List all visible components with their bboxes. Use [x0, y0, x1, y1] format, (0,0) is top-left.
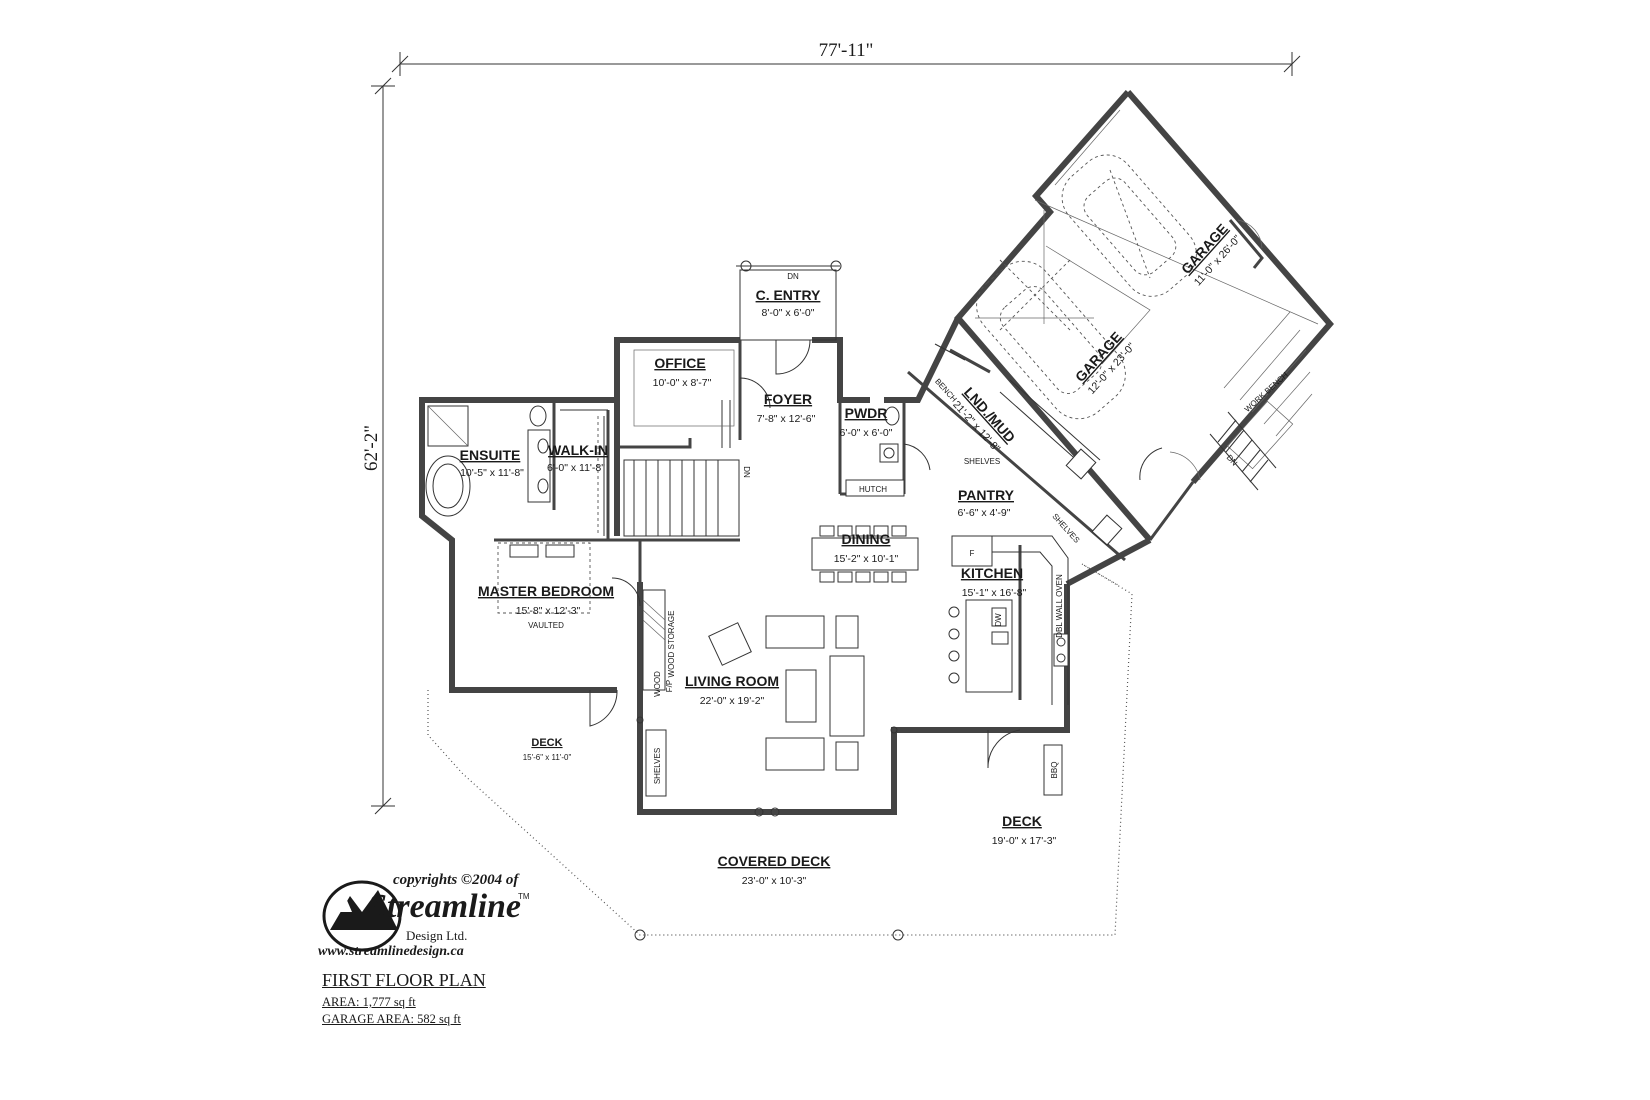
- room-name-dining: DINING: [842, 531, 891, 547]
- title-block: FIRST FLOOR PLAN AREA: 1,777 sq ft GARAG…: [322, 970, 622, 1029]
- room-size-kitchen: 15'-1" x 16'-8": [962, 587, 1027, 599]
- powder-room-fixtures: [845, 406, 905, 497]
- room-size-covered-deck: 23'-0" x 10'-3": [742, 875, 807, 887]
- office-shelving: [633, 349, 735, 448]
- room-name-walk-in: WALK-IN: [548, 442, 608, 458]
- label-wood: WOOD: [653, 671, 662, 697]
- room-size-pwdr: 6'-0" x 6'-0": [840, 427, 893, 439]
- label-wood-storage: WOOD STORAGE: [667, 611, 676, 678]
- label-fp: F/P: [665, 680, 674, 692]
- overall-width-dimension: 77'-11": [819, 40, 874, 61]
- room-size-deck-left: 15'-6" x 11'-0": [523, 753, 572, 762]
- label-shelves-living: SHELVES: [653, 748, 662, 784]
- room-name-kitchen: KITCHEN: [961, 565, 1023, 581]
- fireplace: [642, 589, 667, 797]
- deck-outlines: [427, 563, 1133, 941]
- ensuite-fixtures: [425, 405, 551, 517]
- fixture-labels: DN DN DN HUTCH BENCH SHELVES SHELVES SHE…: [653, 272, 1290, 784]
- logo-brand: Streamline: [368, 888, 522, 925]
- living-furniture: [708, 615, 865, 771]
- room-size-ensuite: 10'-5" x 11'-8": [460, 467, 524, 479]
- plan-area: AREA: 1,777 sq ft: [322, 995, 416, 1009]
- room-size-walk-in: 6'-0" x 11'-8": [547, 462, 605, 474]
- label-bbq: BBQ: [1050, 762, 1059, 779]
- room-name-master-bedroom: MASTER BEDROOM: [478, 583, 614, 599]
- room-size-living-room: 22'-0" x 19'-2": [700, 695, 765, 707]
- label-work-bench: WORK BENCH: [1243, 370, 1290, 414]
- garage-car-2: [976, 259, 1126, 420]
- room-size-foyer: 7'-8" x 12'-6": [757, 413, 816, 425]
- deck-posts: [636, 716, 1063, 817]
- room-name-foyer: FOYER: [764, 391, 812, 407]
- logo-subtitle: Design Ltd.: [406, 928, 468, 943]
- room-name-pantry: PANTRY: [958, 487, 1015, 503]
- walk-in-shelving: [560, 409, 608, 536]
- label-hutch: HUTCH: [859, 485, 887, 494]
- room-name-office: OFFICE: [654, 355, 705, 371]
- streamline-logo: copyrights ©2004 of Streamline TM Design…: [318, 872, 538, 967]
- plan-title: FIRST FLOOR PLAN: [322, 970, 486, 990]
- room-name-deck-left: DECK: [531, 737, 562, 749]
- label-dn-stair: DN: [742, 466, 751, 478]
- master-bed: [497, 542, 591, 614]
- room-size-deck-right: 19'-0" x 17'-3": [992, 835, 1057, 847]
- garage-car-1: [1061, 154, 1197, 297]
- label-dn-entry: DN: [787, 272, 799, 281]
- label-shelves-mud: SHELVES: [964, 457, 1000, 466]
- room-size-pantry: 6'-6" x 4'-9": [958, 507, 1011, 519]
- kitchen-fixtures: [948, 535, 1069, 705]
- mud-room-fixtures: [934, 343, 1123, 546]
- room-size-dining: 15'-2" x 10'-1": [834, 553, 899, 565]
- room-size-master-bedroom: 15'-8" x 12'-3": [516, 605, 581, 617]
- room-name-pwdr: PWDR: [845, 405, 888, 421]
- logo-mountain-icon: [322, 880, 402, 952]
- label-dishwasher: DW: [994, 613, 1003, 627]
- dining-table: [811, 525, 919, 583]
- dimension-lines: [371, 52, 1301, 815]
- logo-copyright: copyrights ©2004 of: [393, 872, 519, 888]
- garage-block: [954, 90, 1334, 542]
- label-bench: BENCH: [933, 377, 959, 404]
- room-name-living-room: LIVING ROOM: [685, 673, 779, 689]
- house-walls: [419, 260, 1152, 815]
- logo-trademark: TM: [518, 892, 530, 901]
- room-name-ensuite: ENSUITE: [460, 447, 521, 463]
- room-size-office: 10'-0" x 8'-7": [653, 377, 712, 389]
- room-size-c-entry: 8'-0" x 6'-0": [762, 307, 815, 319]
- label-dbl-wall-oven: DBL WALL OVEN: [1055, 574, 1064, 638]
- room-name-c-entry: C. ENTRY: [756, 287, 821, 303]
- room-name-deck-right: DECK: [1002, 813, 1042, 829]
- main-stairs: [623, 459, 740, 537]
- overall-depth-dimension: 62'-2": [361, 425, 382, 471]
- label-fridge: F: [970, 549, 975, 558]
- plan-garage-area: GARAGE AREA: 582 sq ft: [322, 1012, 461, 1026]
- logo-website: www.streamlinedesign.ca: [318, 944, 464, 959]
- garage-stairs: [1209, 411, 1277, 491]
- room-name-covered-deck: COVERED DECK: [718, 853, 831, 869]
- room-note-vaulted: VAULTED: [528, 621, 564, 630]
- door-swings: [589, 339, 1163, 769]
